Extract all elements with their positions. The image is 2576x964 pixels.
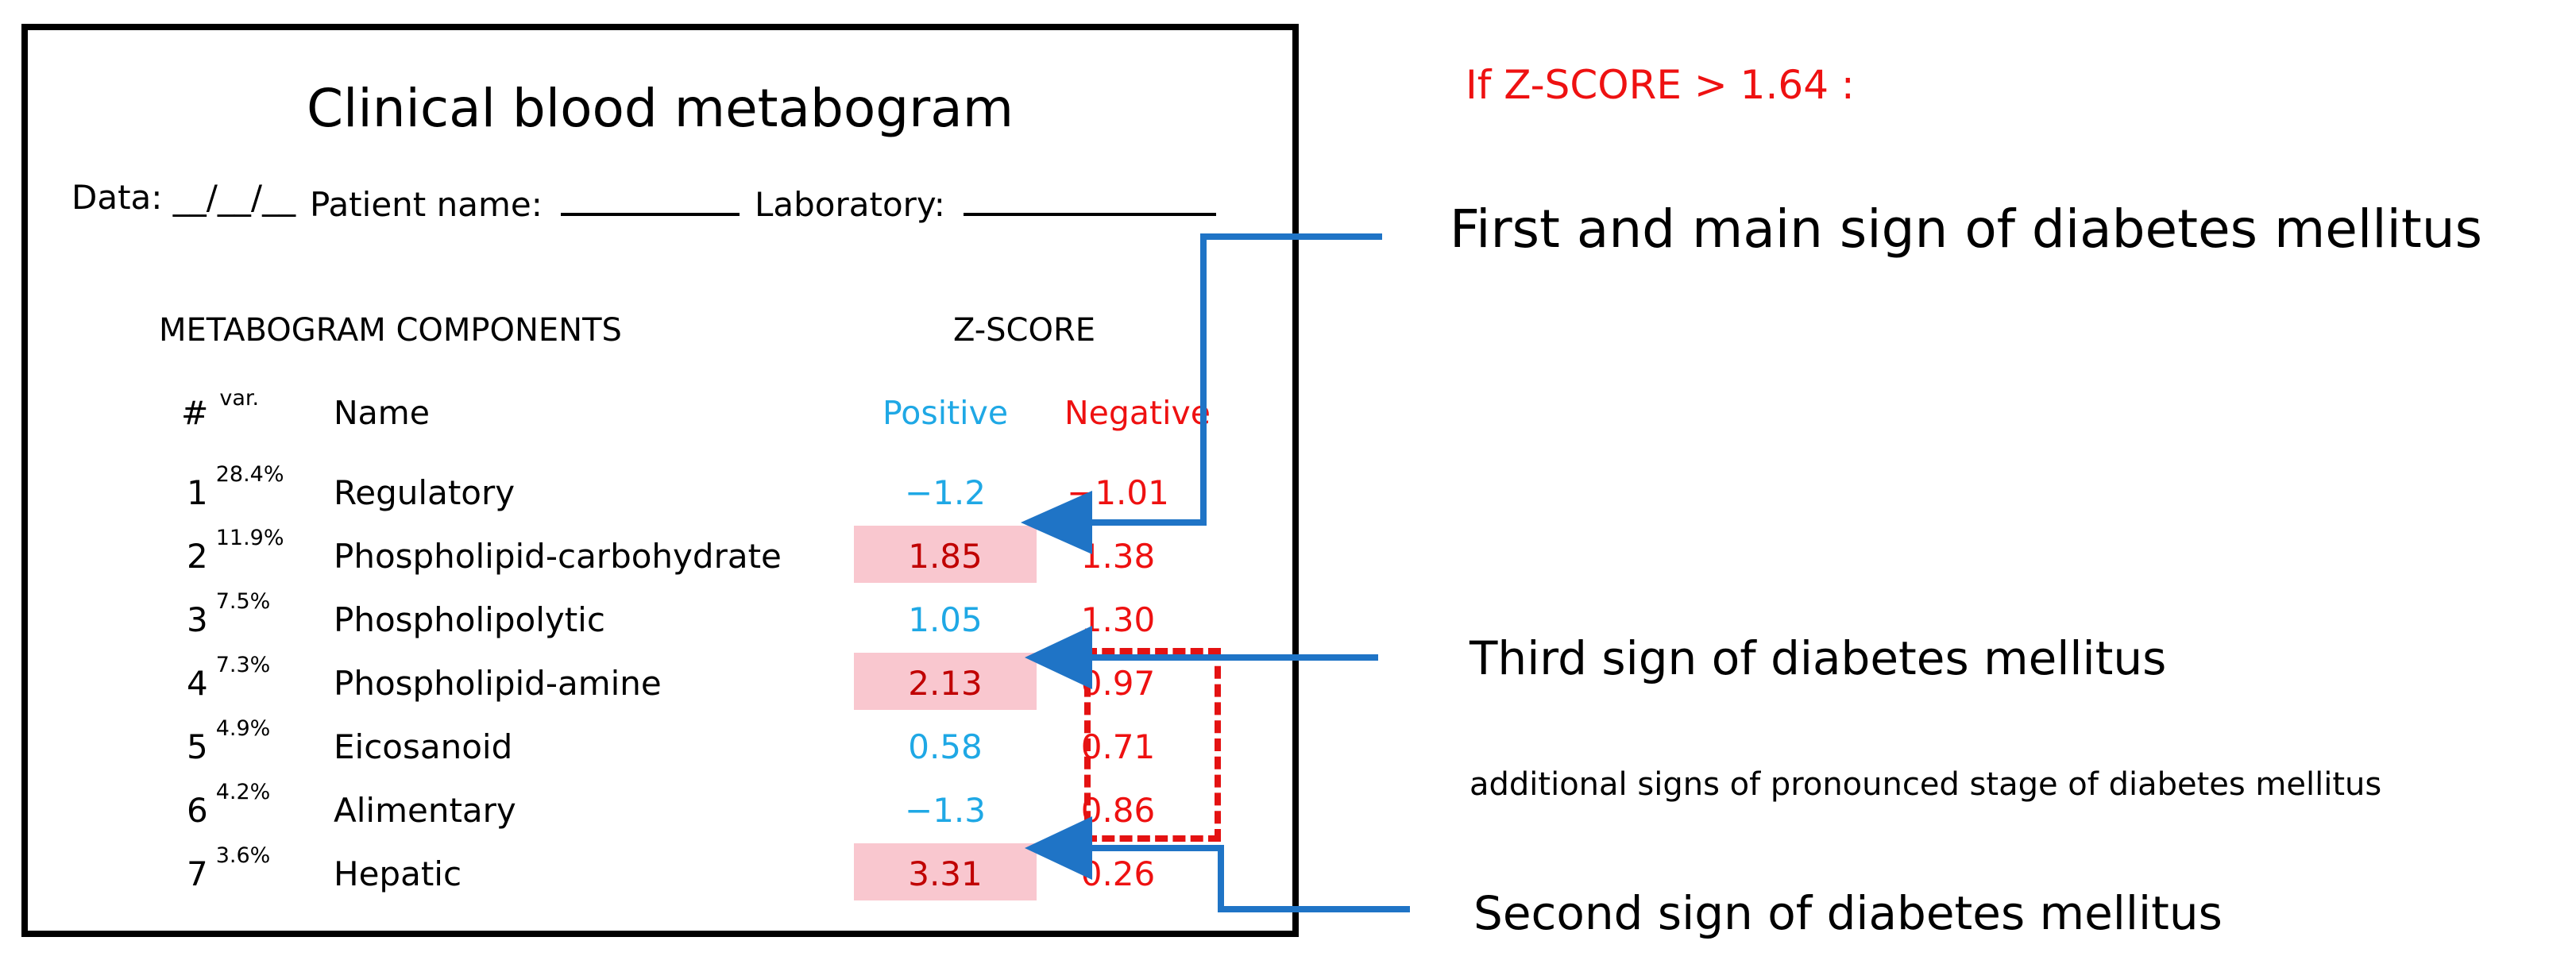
third-sign-arrow bbox=[1025, 626, 1378, 689]
row-negative: 0.86 bbox=[1080, 791, 1156, 830]
metabogram-form: Clinical blood metabogram Data: __/__/__… bbox=[21, 24, 1299, 937]
form-title: Clinical blood metabogram bbox=[306, 78, 1014, 139]
row-positive: −1.3 bbox=[905, 791, 986, 830]
positive-header: Positive bbox=[882, 394, 1009, 432]
row-positive: 2.13 bbox=[908, 664, 983, 703]
highlight-cell bbox=[854, 526, 1037, 583]
row-name: Hepatic bbox=[334, 854, 462, 893]
row-negative: 0.71 bbox=[1080, 727, 1156, 766]
row-var: 11.9% bbox=[215, 526, 284, 550]
laboratory-field: Laboratory: bbox=[755, 178, 1217, 224]
date-field: Data: __/__/__ bbox=[71, 178, 295, 217]
patient-name-blank bbox=[561, 178, 740, 216]
highlight-cell bbox=[854, 843, 1037, 900]
zscore-header: Z-SCORE bbox=[953, 312, 1096, 349]
row-negative: 0.26 bbox=[1080, 854, 1156, 893]
negative-header: Negative bbox=[1064, 394, 1211, 432]
var-header: var. bbox=[219, 386, 260, 411]
first-sign-label: First and main sign of diabetes mellitus bbox=[1450, 199, 2482, 260]
laboratory-label: Laboratory: bbox=[755, 185, 945, 224]
row-var: 4.9% bbox=[215, 716, 271, 741]
index-header: # var. bbox=[181, 386, 259, 433]
row-negative: 0.97 bbox=[1080, 664, 1156, 703]
date-label: Data: __/__/__ bbox=[71, 178, 296, 217]
row-positive: 1.05 bbox=[908, 600, 983, 639]
row-positive: 1.85 bbox=[908, 537, 983, 576]
patient-name-label: Patient name: bbox=[310, 185, 543, 224]
row-name: Eicosanoid bbox=[334, 727, 513, 766]
additional-signs-dashed-box bbox=[1084, 648, 1221, 842]
index-header-label: # bbox=[181, 394, 209, 433]
second-sign-label: Second sign of diabetes mellitus bbox=[1473, 886, 2223, 940]
row-negative: 1.30 bbox=[1080, 600, 1156, 639]
row-negative: 1.38 bbox=[1080, 537, 1156, 576]
row-name: Regulatory bbox=[334, 473, 516, 512]
second-sign-arrow bbox=[1025, 816, 1410, 912]
additional-signs-label: additional signs of pronounced stage of … bbox=[1470, 766, 2382, 803]
highlight-cell bbox=[854, 653, 1037, 710]
row-var: 4.2% bbox=[215, 780, 271, 804]
first-sign-arrow bbox=[1021, 233, 1382, 554]
row-var: 7.5% bbox=[215, 589, 271, 614]
row-var: 28.4% bbox=[215, 462, 284, 487]
laboratory-blank bbox=[964, 178, 1217, 216]
row-var: 7.3% bbox=[215, 653, 271, 677]
patient-name-field: Patient name: bbox=[310, 178, 740, 224]
row-name: Phospholipid-carbohydrate bbox=[334, 537, 782, 576]
row-name: Phospholipolytic bbox=[334, 600, 605, 639]
row-positive: 0.58 bbox=[908, 727, 983, 766]
row-var: 3.6% bbox=[215, 843, 271, 868]
row-name: Alimentary bbox=[334, 791, 516, 830]
third-sign-label: Third sign of diabetes mellitus bbox=[1470, 631, 2167, 685]
row-name: Phospholipid-amine bbox=[334, 664, 662, 703]
name-header: Name bbox=[334, 394, 430, 432]
zscore-condition: If Z-SCORE > 1.64 : bbox=[1466, 62, 1855, 108]
row-positive: −1.2 bbox=[905, 473, 986, 512]
row-positive: 3.31 bbox=[908, 854, 983, 893]
components-header: METABOGRAM COMPONENTS bbox=[159, 312, 622, 349]
